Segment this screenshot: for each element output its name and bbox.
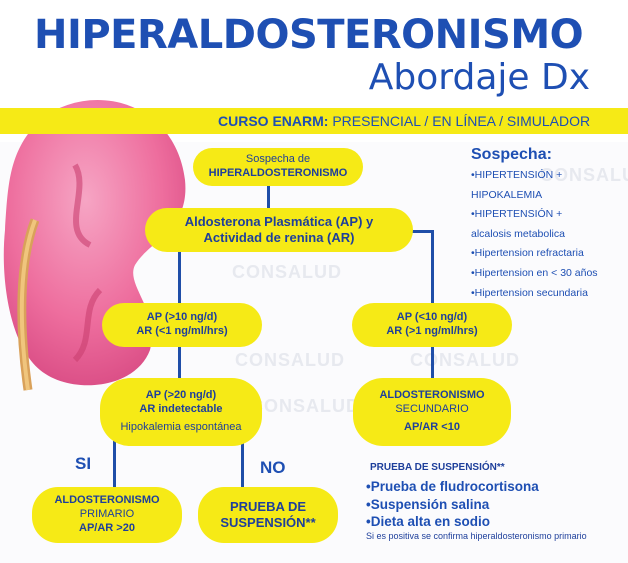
list-item: HIPOKALEMIA: [471, 188, 543, 201]
watermark: CONSALUD: [232, 262, 342, 282]
sospecha-list: •HIPERTENSIÓN + HIPOKALEMIA •HIPERTENSIÓ…: [471, 166, 621, 303]
connector-line: [431, 343, 434, 381]
watermark: CONSALUD: [250, 396, 360, 416]
course-banner-text: CURSO ENARM: PRESENCIAL / EN LÍNEA / SIM…: [218, 113, 591, 129]
connector-line: [178, 345, 181, 383]
connector-line: [267, 183, 270, 211]
page-subtitle: Abordaje Dx: [368, 57, 590, 98]
connector-line: [410, 230, 434, 233]
right-branch-node: AP (<10 ng/d)AR (>1 ng/ml/hrs): [352, 303, 512, 347]
watermark: CONSALUD: [410, 350, 520, 370]
course-banner: [0, 108, 628, 134]
connector-line: [178, 245, 181, 313]
connector-line: [431, 230, 434, 312]
connector-line: [113, 440, 116, 490]
list-item: •Prueba de fludrocortisona: [366, 479, 539, 494]
watermark: CONSALUD: [540, 165, 628, 185]
list-item: •Hipertension secundaria: [471, 286, 588, 299]
no-label: NO: [260, 458, 286, 477]
list-item: alcalosis metabolica: [471, 227, 565, 240]
list-item: •Hipertension refractaria: [471, 247, 584, 260]
sospecha-heading: Sospecha:: [471, 146, 552, 163]
prueba-note: Si es positiva se confirma hiperaldoster…: [366, 531, 587, 541]
connector-line: [241, 440, 244, 490]
watermark: CONSALUD: [235, 350, 345, 370]
si-label: SI: [75, 454, 92, 473]
list-item: •Hipertension en < 30 años: [471, 266, 598, 279]
list-item: •Suspensión salina: [366, 496, 490, 512]
page-title: HIPERALDOSTERONISMO: [34, 12, 584, 58]
prueba-heading: PRUEBA DE SUSPENSIÓN**: [370, 462, 505, 473]
prueba-list: •Prueba de fludrocortisona •Suspensión s…: [366, 478, 539, 531]
list-item: •Dieta alta en sodio: [366, 514, 491, 529]
list-item: •HIPERTENSIÓN +: [471, 169, 563, 181]
list-item: •HIPERTENSIÓN +: [471, 208, 563, 221]
left-branch-node: AP (>10 ng/d)AR (<1 ng/ml/hrs): [102, 303, 262, 347]
